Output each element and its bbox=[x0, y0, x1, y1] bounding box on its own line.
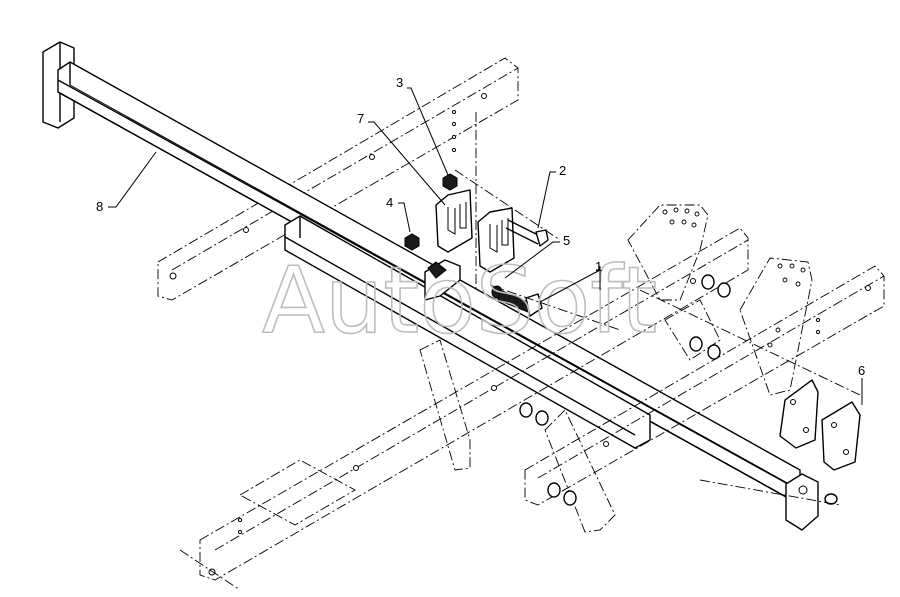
callout-1: 1 bbox=[595, 259, 602, 274]
callout-6: 6 bbox=[858, 363, 865, 378]
callout-2: 2 bbox=[559, 163, 566, 178]
right-frame-rail-phantom bbox=[524, 265, 885, 506]
callout-8: 8 bbox=[96, 199, 103, 214]
callout-7: 7 bbox=[357, 111, 364, 126]
clamp-assembly bbox=[404, 173, 515, 301]
bolt-lower bbox=[491, 285, 543, 317]
phantom-mounting-plates bbox=[419, 204, 813, 533]
callout-4: 4 bbox=[386, 195, 393, 210]
callout-leaders bbox=[108, 87, 863, 405]
callout-3: 3 bbox=[396, 75, 403, 90]
spacer-bushings bbox=[519, 274, 731, 506]
lower-rail bbox=[284, 215, 651, 449]
end-plates bbox=[779, 379, 861, 471]
bolt-upper bbox=[505, 219, 549, 247]
lower-frame-rail-phantom bbox=[179, 227, 749, 591]
watermark-text: AutoSoft bbox=[262, 247, 657, 354]
bolts bbox=[491, 219, 549, 317]
upper-frame-rail-phantom bbox=[157, 57, 519, 301]
centre-lines bbox=[454, 112, 861, 506]
callout-5: 5 bbox=[563, 233, 570, 248]
